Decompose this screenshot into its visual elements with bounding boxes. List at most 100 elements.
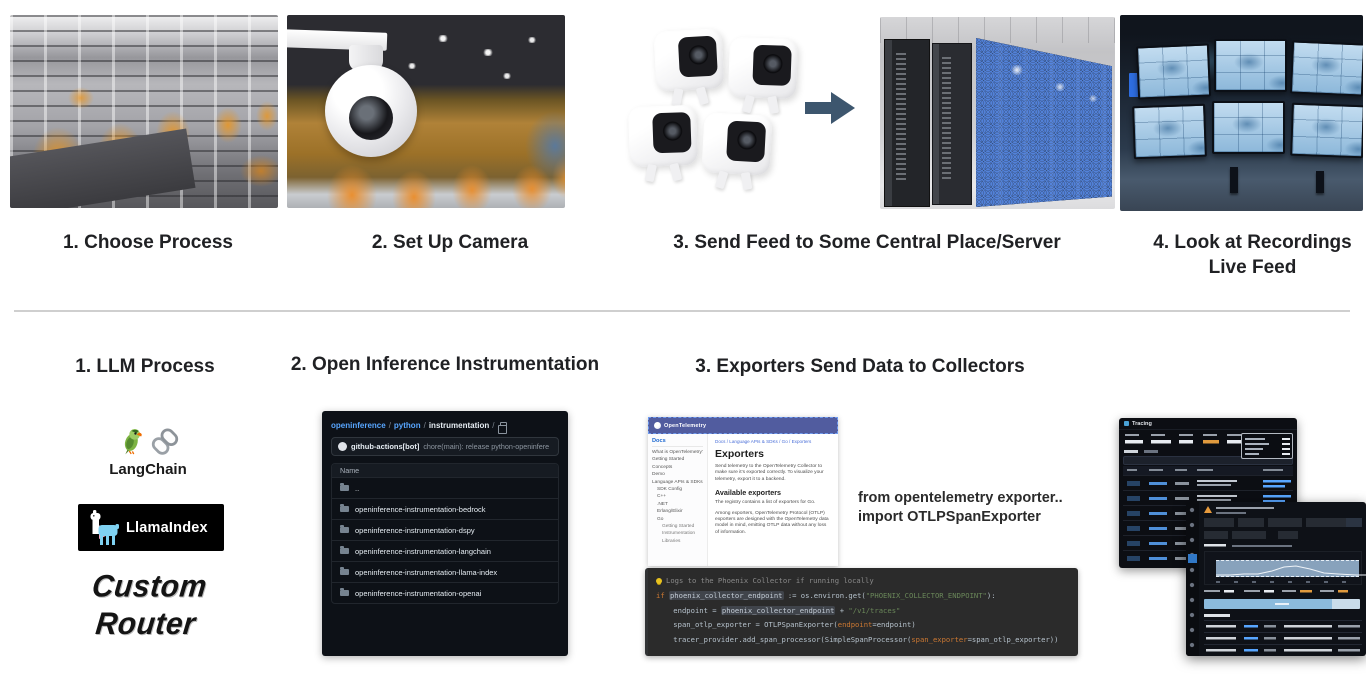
- server-rack: [884, 39, 930, 207]
- sidebar-title[interactable]: Docs: [652, 438, 703, 447]
- phoenix-header: Tracing: [1119, 418, 1297, 430]
- exporter-note: from opentelemetry exporter.. import OTL…: [858, 489, 1088, 527]
- dataset-row[interactable]: [1204, 632, 1362, 644]
- langchain-label: LangChain: [109, 461, 187, 478]
- latest-commit-bar: github-actions[bot] chore(main): release…: [331, 437, 559, 456]
- custom-router-line2: Router: [93, 607, 198, 642]
- docs-breadcrumb[interactable]: Docs / Language APIs & SDKs / Go / Expor…: [715, 439, 812, 444]
- monitor-stand: [1230, 167, 1238, 193]
- camera-leg: [695, 86, 709, 106]
- folder-row[interactable]: openinference-instrumentation-llama-inde…: [332, 561, 558, 582]
- sidebar-item-label: Language APIs & SDKs: [652, 479, 703, 485]
- sidebar-item-label: Go: [657, 516, 664, 522]
- cluster-bar[interactable]: [1204, 599, 1360, 609]
- commit-message[interactable]: chore(main): release python-openinfere: [423, 442, 550, 451]
- sidebar-item-label: .NET: [657, 501, 668, 507]
- folder-row[interactable]: openinference-instrumentation-dspy: [332, 519, 558, 540]
- custom-router-label: Custom Router: [46, 569, 249, 644]
- sidebar-item-label: SDK Config: [657, 487, 683, 493]
- sidebar-item[interactable]: Go: [652, 516, 703, 523]
- otel-docs-screenshot: OpenTelemetry Docs What is OpenTelemetry…: [648, 417, 838, 566]
- breadcrumb-separator: /: [423, 421, 426, 430]
- section-divider: [14, 310, 1350, 312]
- sidebar-item[interactable]: .NET: [652, 501, 703, 508]
- sidebar-item[interactable]: What is OpenTelemetry?: [652, 449, 703, 456]
- cube-camera: [701, 112, 773, 191]
- folder-icon: [340, 504, 349, 512]
- cctv-monitor: [1289, 40, 1363, 97]
- server-racks-photo: [880, 17, 1115, 209]
- cube-cameras-photo: [605, 18, 815, 213]
- trace-span-tabs[interactable]: [1124, 448, 1292, 455]
- github-screenshot: openinference / python / instrumentation…: [322, 411, 568, 656]
- sidebar-item-label: Demo: [652, 472, 665, 478]
- sidebar-item[interactable]: Demo: [652, 471, 703, 478]
- github-avatar: [338, 442, 347, 451]
- folder-icon: [340, 483, 349, 491]
- server-rack-row: [976, 38, 1112, 207]
- hint-bulb-icon[interactable]: [656, 578, 662, 584]
- cctv-monitor: [1214, 39, 1287, 92]
- breadcrumb-repo[interactable]: python: [393, 421, 421, 430]
- embeddings-toolbar[interactable]: [1204, 518, 1362, 528]
- folder-row[interactable]: ..: [332, 477, 558, 498]
- flow-arrow-icon: [805, 92, 857, 124]
- folder-row[interactable]: openinference-instrumentation-bedrock: [332, 498, 558, 519]
- cube-camera: [653, 28, 725, 107]
- camera-leg: [740, 171, 753, 191]
- sidebar-item[interactable]: Erlang/Elixir: [652, 508, 703, 515]
- sidebar-item[interactable]: Libraries: [652, 538, 703, 545]
- table-header-row: Name: [332, 464, 558, 477]
- sidebar-item-label: Libraries: [662, 538, 681, 544]
- folder-row[interactable]: openinference-instrumentation-openai: [332, 582, 558, 603]
- sidebar-item-label: Erlang/Elixir: [657, 509, 683, 515]
- sidebar-item[interactable]: Concepts: [652, 464, 703, 471]
- sidebar-item[interactable]: SDK Config: [652, 486, 703, 493]
- cube-camera: [727, 36, 799, 115]
- commit-author[interactable]: github-actions[bot]: [351, 442, 420, 451]
- dataset-row[interactable]: [1204, 644, 1362, 656]
- sidebar-item[interactable]: Language APIs & SDKs: [652, 479, 703, 486]
- trace-table-row[interactable]: [1123, 475, 1293, 490]
- custom-router-line1: Custom: [90, 569, 209, 604]
- otel-header: OpenTelemetry: [648, 417, 838, 434]
- camera-leg: [741, 94, 755, 114]
- folder-name: openinference-instrumentation-llama-inde…: [355, 567, 498, 577]
- sidebar-item[interactable]: C++: [652, 493, 703, 500]
- sidebar-item[interactable]: Instrumentation: [652, 530, 703, 537]
- dataset-row[interactable]: [1204, 620, 1362, 632]
- sidebar-item-label: Concepts: [652, 464, 673, 470]
- llamaindex-logo: LlamaIndex: [78, 504, 224, 551]
- camera-leg: [714, 170, 729, 190]
- folder-icon: [340, 546, 349, 554]
- sidebar-item[interactable]: Getting Started: [652, 523, 703, 530]
- llama-icon: [90, 509, 119, 545]
- breadcrumb-separator: /: [492, 421, 495, 430]
- trace-search-input[interactable]: [1123, 456, 1293, 465]
- breadcrumb-org[interactable]: openinference: [331, 421, 386, 430]
- copy-link-icon[interactable]: [497, 422, 507, 434]
- parrot-icon: [124, 429, 142, 455]
- nav-rail[interactable]: [1186, 502, 1199, 656]
- docs-otlp-note: Among exporters, OpenTelemetry Protocol …: [715, 510, 829, 535]
- code-line: endpoint = phoenix_collector_endpoint + …: [656, 605, 901, 615]
- folder-list: .. openinference-instrumentation-bedrock…: [332, 477, 558, 603]
- folder-name: openinference-instrumentation-dspy: [355, 525, 475, 535]
- exporter-note-line1: from opentelemetry exporter..: [858, 490, 1063, 506]
- github-breadcrumb: openinference / python / instrumentation…: [331, 421, 559, 434]
- llamaindex-label: LlamaIndex: [126, 519, 208, 536]
- folder-name: openinference-instrumentation-bedrock: [355, 504, 486, 514]
- sidebar-item-label: What is OpenTelemetry?: [652, 450, 703, 455]
- otel-body: Docs What is OpenTelemetry? Getting Star…: [648, 434, 838, 566]
- trace-table-row[interactable]: [1123, 490, 1293, 505]
- camera-leg: [767, 95, 780, 115]
- folder-row[interactable]: openinference-instrumentation-langchain: [332, 540, 558, 561]
- docs-sidebar: Docs What is OpenTelemetry? Getting Star…: [648, 434, 708, 566]
- docs-title: Exporters: [715, 448, 765, 460]
- cctv-monitor: [1132, 103, 1207, 160]
- sidebar-item-label: Getting Started: [652, 457, 685, 463]
- filter-toolbar[interactable]: [1204, 531, 1362, 540]
- sidebar-item[interactable]: Getting Started: [652, 456, 703, 463]
- cctv-monitor: [1212, 101, 1285, 154]
